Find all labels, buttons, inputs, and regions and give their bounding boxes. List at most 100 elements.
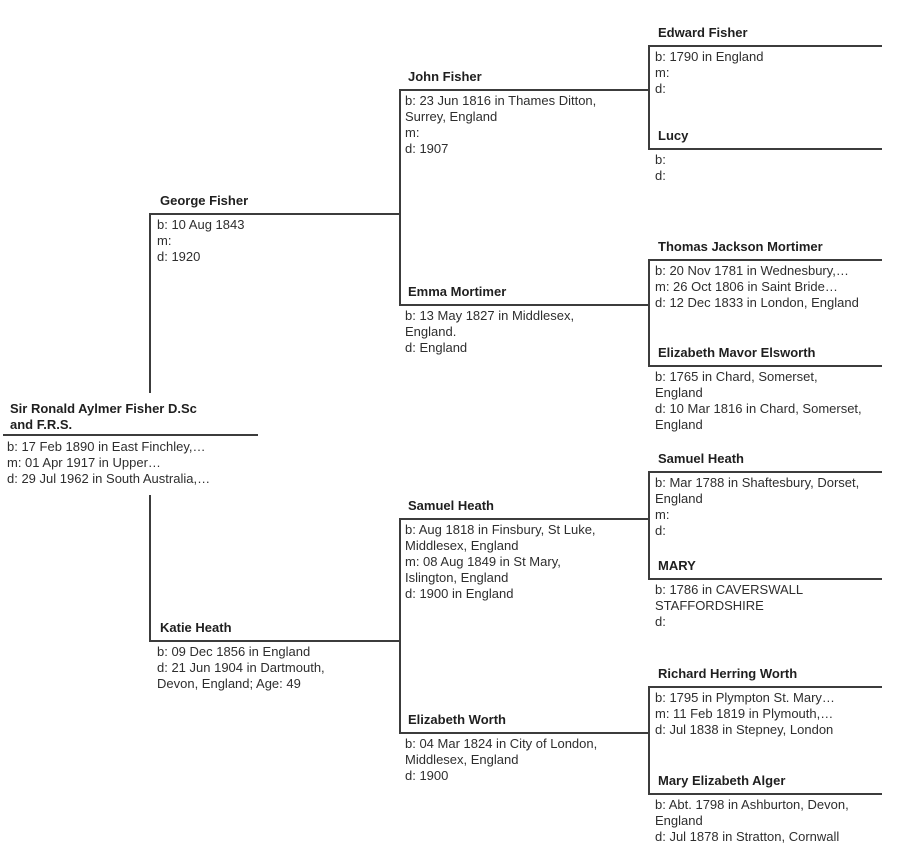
detail-line: b: 13 May 1827 in Middlesex, bbox=[405, 308, 575, 323]
detail-line: d: 10 Mar 1816 in Chard, Somerset, bbox=[655, 401, 862, 416]
detail-line: England. bbox=[405, 324, 457, 339]
detail-line: Middlesex, England bbox=[405, 752, 519, 767]
detail-line: d: bbox=[655, 523, 666, 538]
detail-line: d: Jul 1838 in Stepney, London bbox=[655, 722, 834, 737]
connector-vertical-ggparents-4 bbox=[648, 686, 650, 793]
name-underline-maternal-grandmother bbox=[399, 732, 650, 734]
person-details-gg-edward-fisher: b: 1790 in England m: d: bbox=[655, 49, 763, 97]
name-underline-paternal-grandmother bbox=[399, 304, 650, 306]
detail-line: m: 11 Feb 1819 in Plymouth,… bbox=[655, 706, 834, 721]
person-details-mother: b: 09 Dec 1856 in England d: 21 Jun 1904… bbox=[157, 644, 325, 692]
person-name-father[interactable]: George Fisher bbox=[160, 193, 249, 208]
connector-vertical-parents-upper bbox=[149, 213, 151, 393]
detail-line: STAFFORDSHIRE bbox=[655, 598, 764, 613]
person-name-gg-mary-elizabeth-alger[interactable]: Mary Elizabeth Alger bbox=[658, 773, 786, 788]
name-underline-gg-mary bbox=[648, 578, 882, 580]
detail-line: b: 1765 in Chard, Somerset, bbox=[655, 369, 818, 384]
person-name-gg-samuel-heath[interactable]: Samuel Heath bbox=[658, 451, 744, 466]
connector-vertical-ggparents-2 bbox=[648, 259, 650, 365]
detail-line: m: bbox=[655, 507, 670, 522]
connector-vertical-ggparents-3 bbox=[648, 471, 650, 578]
detail-line: d: 12 Dec 1833 in London, England bbox=[655, 295, 859, 310]
detail-line: m: 08 Aug 1849 in St Mary, bbox=[405, 554, 561, 569]
detail-line: b: Aug 1818 in Finsbury, St Luke, bbox=[405, 522, 596, 537]
detail-line: Middlesex, England bbox=[405, 538, 519, 553]
person-name-line: Sir Ronald Aylmer Fisher D.Sc bbox=[10, 401, 197, 416]
name-underline-gg-lucy bbox=[648, 148, 882, 150]
name-underline-gg-richard-herring-worth bbox=[648, 686, 882, 688]
person-details-gg-thomas-jackson-mortimer: b: 20 Nov 1781 in Wednesbury,… m: 26 Oct… bbox=[655, 263, 859, 311]
person-name-root[interactable]: Sir Ronald Aylmer Fisher D.Sc and F.R.S. bbox=[10, 401, 197, 432]
name-underline-gg-mary-elizabeth-alger bbox=[648, 793, 882, 795]
detail-line: b: 09 Dec 1856 in England bbox=[157, 644, 311, 659]
detail-line: m: 26 Oct 1806 in Saint Bride… bbox=[655, 279, 838, 294]
name-underline-maternal-grandfather bbox=[399, 518, 650, 520]
person-name-gg-elizabeth-mavor-elsworth[interactable]: Elizabeth Mavor Elsworth bbox=[658, 345, 816, 360]
detail-line: d: 1907 bbox=[405, 141, 449, 156]
detail-line: Devon, England; Age: 49 bbox=[157, 676, 301, 691]
person-details-maternal-grandfather: b: Aug 1818 in Finsbury, St Luke, Middle… bbox=[405, 522, 596, 602]
person-name-gg-edward-fisher[interactable]: Edward Fisher bbox=[658, 25, 748, 40]
detail-line: m: bbox=[405, 125, 420, 140]
person-details-gg-lucy: b: d: bbox=[655, 152, 666, 184]
connector-vertical-ggparents-1 bbox=[648, 45, 650, 148]
person-details-gg-richard-herring-worth: b: 1795 in Plympton St. Mary… m: 11 Feb … bbox=[655, 690, 835, 738]
detail-line: b: Mar 1788 in Shaftesbury, Dorset, bbox=[655, 475, 860, 490]
person-name-paternal-grandfather[interactable]: John Fisher bbox=[408, 69, 482, 84]
detail-line: b: 04 Mar 1824 in City of London, bbox=[405, 736, 598, 751]
person-name-gg-thomas-jackson-mortimer[interactable]: Thomas Jackson Mortimer bbox=[658, 239, 823, 254]
detail-line: Islington, England bbox=[405, 570, 509, 585]
person-name-paternal-grandmother[interactable]: Emma Mortimer bbox=[408, 284, 507, 299]
connector-vertical-parents-lower bbox=[149, 495, 151, 640]
detail-line: b: Abt. 1798 in Ashburton, Devon, bbox=[655, 797, 849, 812]
detail-line: England bbox=[655, 385, 703, 400]
connector-vertical-maternal-grandparents bbox=[399, 518, 401, 732]
detail-line: d: bbox=[655, 168, 666, 183]
person-name-mother[interactable]: Katie Heath bbox=[160, 620, 232, 635]
detail-line: d: bbox=[655, 81, 666, 96]
person-name-gg-mary[interactable]: MARY bbox=[658, 558, 696, 573]
person-details-father: b: 10 Aug 1843 m: d: 1920 bbox=[157, 217, 244, 265]
name-underline-gg-thomas-jackson-mortimer bbox=[648, 259, 882, 261]
name-underline-paternal-grandfather bbox=[399, 89, 650, 91]
person-details-gg-mary-elizabeth-alger: b: Abt. 1798 in Ashburton, Devon, Englan… bbox=[655, 797, 849, 845]
person-name-line: and F.R.S. bbox=[10, 416, 73, 432]
connector-vertical-paternal-grandparents bbox=[399, 89, 401, 304]
person-details-gg-elizabeth-mavor-elsworth: b: 1765 in Chard, Somerset, England d: 1… bbox=[655, 369, 862, 433]
detail-line: b: 1795 in Plympton St. Mary… bbox=[655, 690, 835, 705]
person-details-paternal-grandfather: b: 23 Jun 1816 in Thames Ditton, Surrey,… bbox=[405, 93, 596, 157]
detail-line: d: 1920 bbox=[157, 249, 201, 264]
person-name-maternal-grandfather[interactable]: Samuel Heath bbox=[408, 498, 494, 513]
detail-line: m: 01 Apr 1917 in Upper… bbox=[7, 455, 161, 470]
person-name-gg-richard-herring-worth[interactable]: Richard Herring Worth bbox=[658, 666, 798, 681]
name-underline-gg-samuel-heath bbox=[648, 471, 882, 473]
detail-line: d: 21 Jun 1904 in Dartmouth, bbox=[157, 660, 325, 675]
detail-line: b: 10 Aug 1843 bbox=[157, 217, 245, 232]
detail-line: m: bbox=[655, 65, 670, 80]
detail-line: England bbox=[655, 491, 703, 506]
person-details-gg-samuel-heath: b: Mar 1788 in Shaftesbury, Dorset, Engl… bbox=[655, 475, 859, 539]
detail-line: b: 20 Nov 1781 in Wednesbury,… bbox=[655, 263, 849, 278]
detail-line: England bbox=[655, 417, 703, 432]
person-name-gg-lucy[interactable]: Lucy bbox=[658, 128, 689, 143]
detail-line: Surrey, England bbox=[405, 109, 498, 124]
person-name-maternal-grandmother[interactable]: Elizabeth Worth bbox=[408, 712, 506, 727]
detail-line: b: 23 Jun 1816 in Thames Ditton, bbox=[405, 93, 597, 108]
detail-line: d: 1900 bbox=[405, 768, 449, 783]
detail-line: m: bbox=[157, 233, 172, 248]
person-details-maternal-grandmother: b: 04 Mar 1824 in City of London, Middle… bbox=[405, 736, 597, 784]
detail-line: b: 1790 in England bbox=[655, 49, 764, 64]
name-underline-father bbox=[149, 213, 400, 215]
detail-line: d: bbox=[655, 614, 666, 629]
detail-line: d: England bbox=[405, 340, 468, 355]
person-details-gg-mary: b: 1786 in CAVERSWALL STAFFORDSHIRE d: bbox=[655, 582, 803, 630]
detail-line: b: bbox=[655, 152, 666, 167]
detail-line: d: 29 Jul 1962 in South Australia,… bbox=[7, 471, 211, 486]
detail-line: d: Jul 1878 in Stratton, Cornwall bbox=[655, 829, 840, 844]
person-details-root: b: 17 Feb 1890 in East Finchley,… m: 01 … bbox=[7, 439, 210, 487]
detail-line: b: 1786 in CAVERSWALL bbox=[655, 582, 804, 597]
detail-line: England bbox=[655, 813, 703, 828]
detail-line: b: 17 Feb 1890 in East Finchley,… bbox=[7, 439, 206, 454]
name-underline-gg-edward-fisher bbox=[648, 45, 882, 47]
